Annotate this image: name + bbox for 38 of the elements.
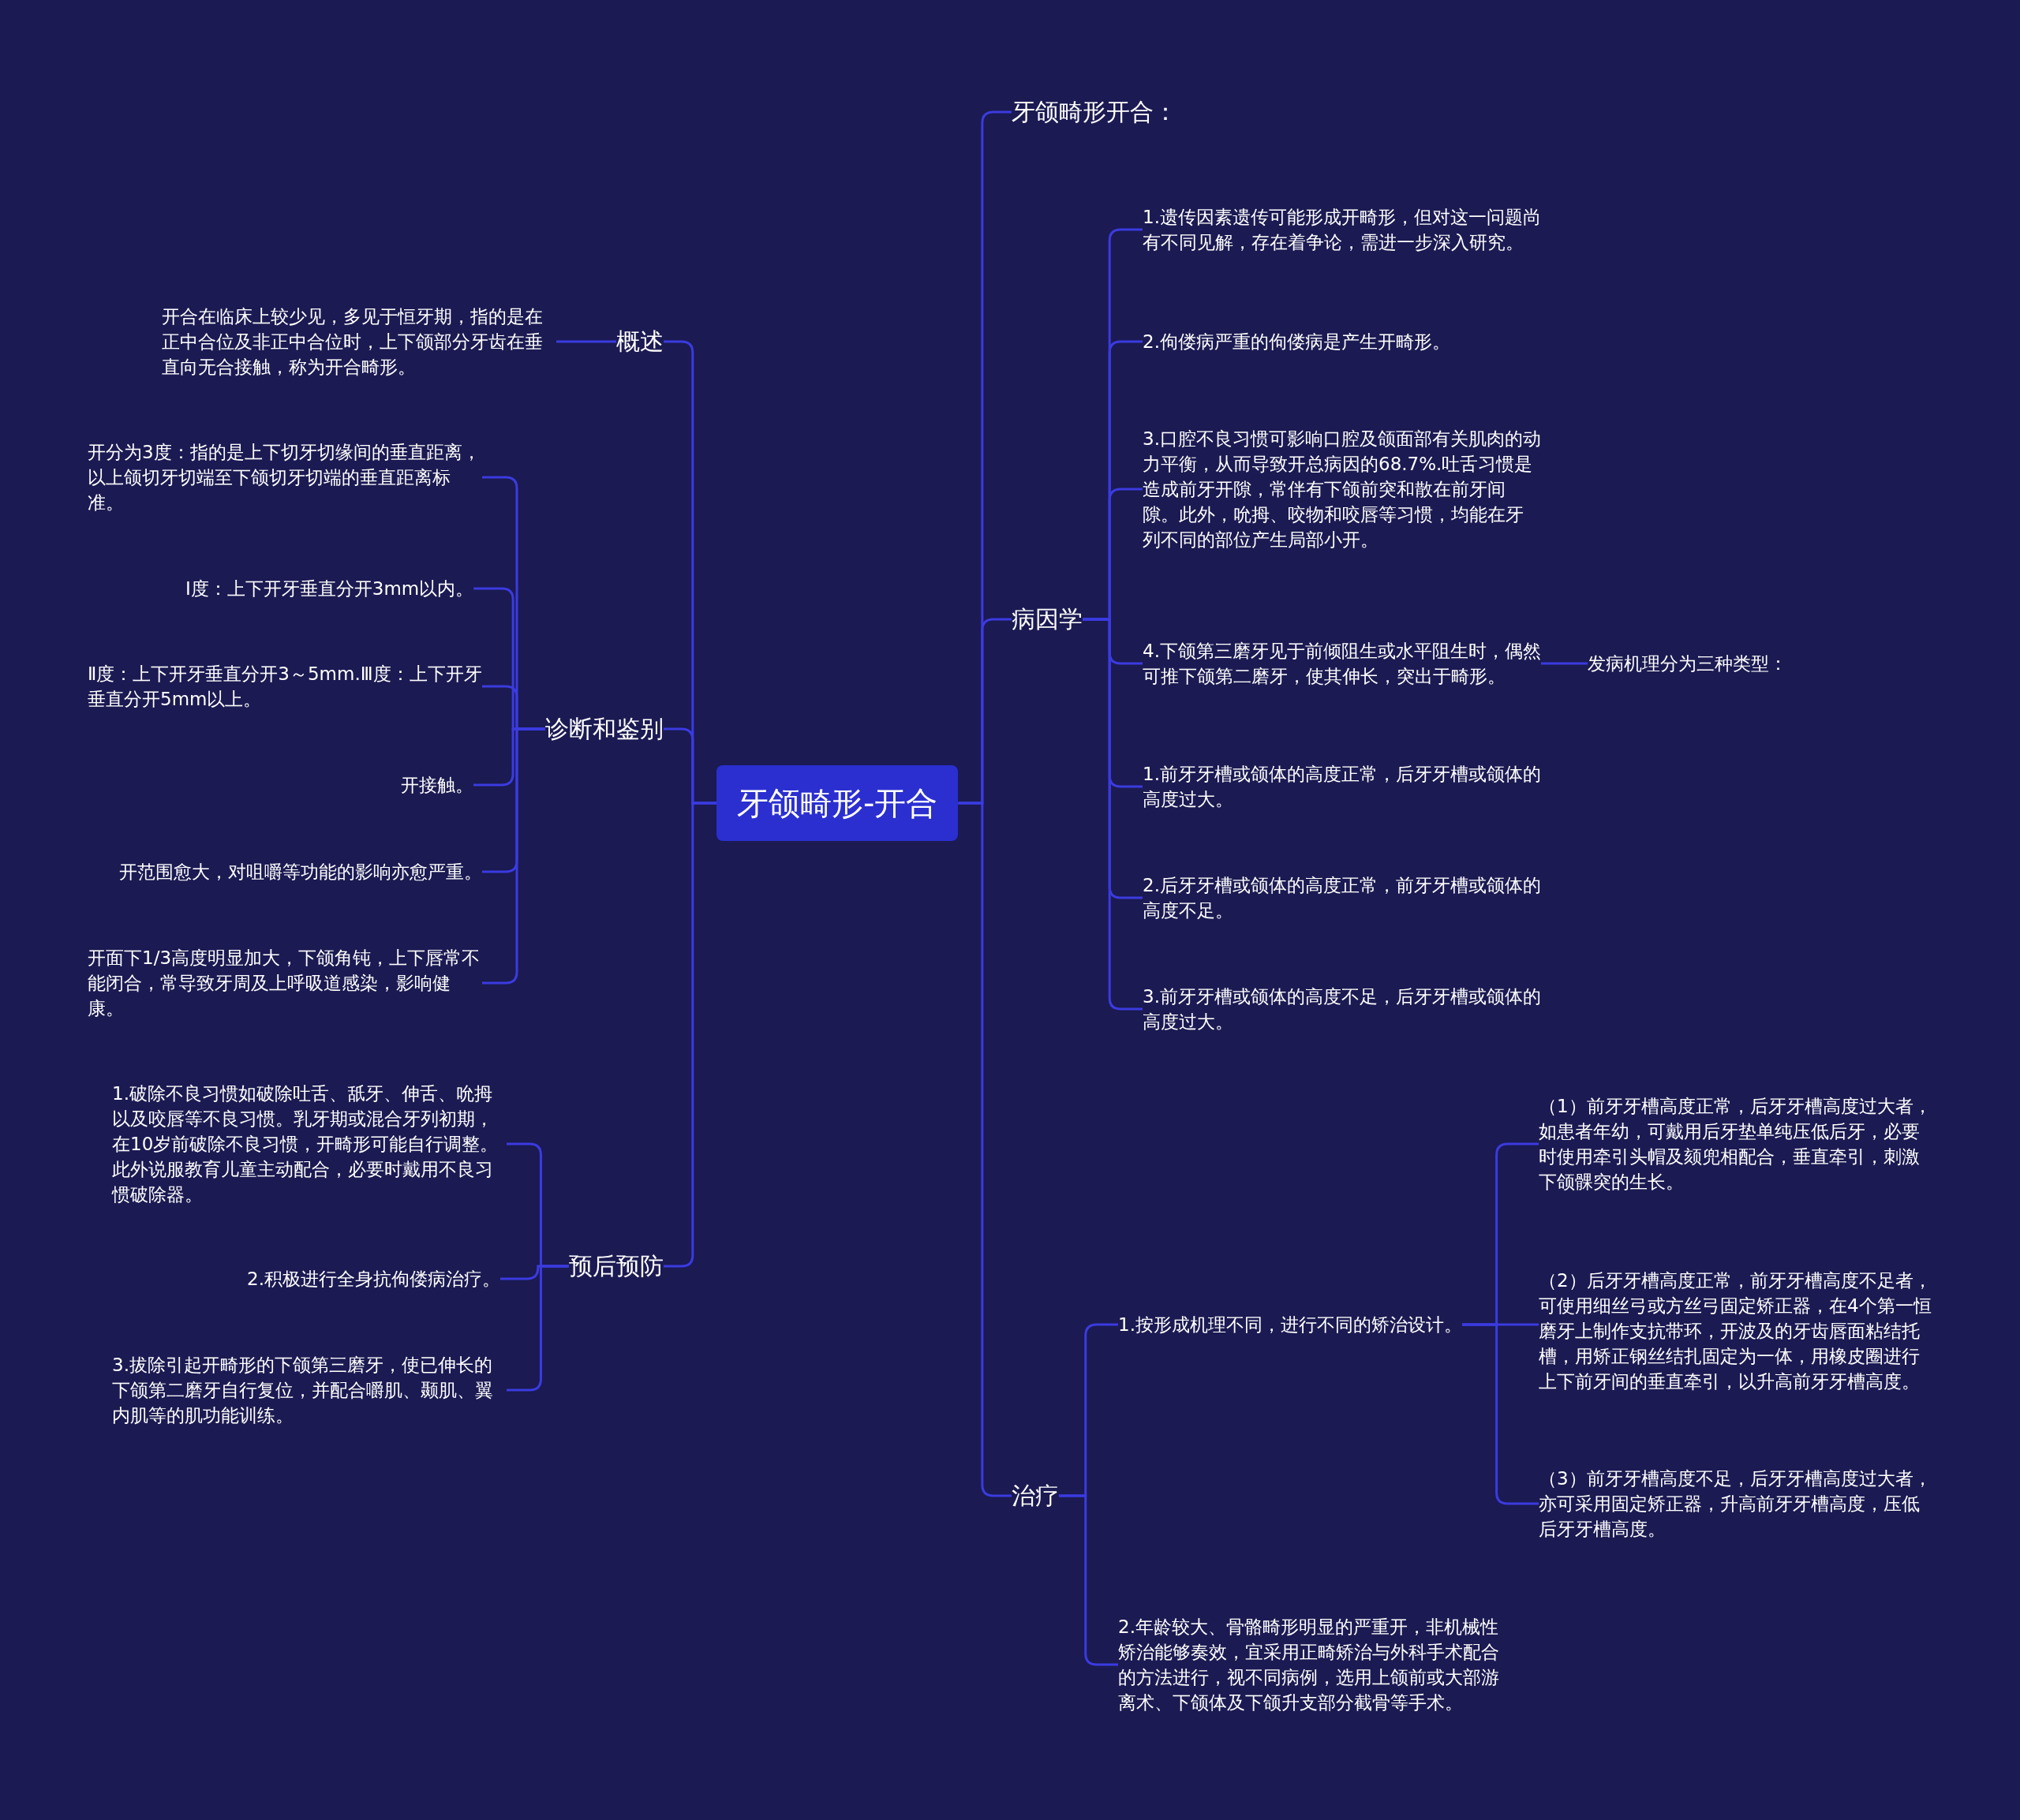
connector-line <box>556 340 616 343</box>
topic-text: 开合在临床上较少见，多见于恒牙期，指的是在正中合位及非正中合位时，上下颌部分牙齿在垂直向无合接触，称为开合畸形。 <box>162 304 556 379</box>
branch-topic: 治疗 <box>1012 1480 1059 1512</box>
topic-text: 4.下颌第三磨牙见于前倾阻生或水平阻生时，偶然可推下颌第二磨牙，使其伸长，突出于畸形。 <box>1143 638 1541 689</box>
connector-line <box>664 802 716 1268</box>
topic-text: 开面下1/3高度明显加大，下颌角钝，上下唇常不能闭合，常导致牙周及上呼吸道感染，影响健康。 <box>88 945 482 1021</box>
topic-text: Ⅰ度：上下开牙垂直分开3mm以内。 <box>185 576 474 601</box>
connector-line <box>1541 662 1588 665</box>
branch-topic: 概述 <box>616 326 664 357</box>
connector-line <box>958 802 1012 1497</box>
topic-text: （1）前牙牙槽高度正常，后牙牙槽高度过大者，如患者年幼，可戴用后牙垫单纯压低后牙，必要时使用牵引头帽及颏兜相配合，垂直牵引，刺激下颌髁突的生长。 <box>1539 1093 1933 1194</box>
branch-topic: 诊断和鉴别 <box>545 713 664 745</box>
topic-text: 2.佝偻病严重的佝偻病是产生开畸形。 <box>1143 329 1450 354</box>
topic-text: 2.后牙牙槽或颌体的高度正常，前牙牙槽或颌体的高度不足。 <box>1143 873 1541 923</box>
topic-text: （2）后牙牙槽高度正常，前牙牙槽高度不足者，可使用细丝弓或方丝弓固定矫正器，在4个第一恒磨牙上制作支抗带环，开波及的牙齿唇面粘结托槽，用矫正钢丝结扎固定为一体，用橡皮圈进行上下前牙间的垂直牵引，以升高前牙牙槽高度。 <box>1539 1268 1933 1394</box>
topic-text: 2.年龄较大、骨骼畸形明显的严重开，非机械性矫治能够奏效，宜采用正畸矫治与外科手术配合的方法进行，视不同病例，选用上颌前或大部游离术、下颌体及下颌升支部分截骨等手术。 <box>1118 1614 1513 1715</box>
topic-text: 3.前牙牙槽或颌体的高度不足，后牙牙槽或颌体的高度过大。 <box>1143 984 1541 1034</box>
topic-text: 3.拔除引起开畸形的下颌第三磨牙，使已伸长的下颌第二磨牙自行复位，并配合嚼肌、颞肌、翼内肌等的肌功能训练。 <box>112 1352 507 1428</box>
connector-line <box>1059 1494 1118 1666</box>
topic-text: 3.口腔不良习惯可影响口腔及颌面部有关肌肉的动力平衡，从而导致开总病因的68.7%.吐舌习惯是造成前牙开隙，常伴有下颌前突和散在前牙间隙。此外，吮拇、咬物和咬唇等习惯，均能在牙列不同的部位产生局部小开。 <box>1143 426 1541 552</box>
branch-topic: 病因学 <box>1012 604 1083 635</box>
topic-text: 2.积极进行全身抗佝偻病治疗。 <box>247 1266 500 1291</box>
topic-text: 开接触。 <box>401 772 473 798</box>
topic-text: （3）前牙牙槽高度不足，后牙牙槽高度过大者，亦可采用固定矫正器，升高前牙牙槽高度，压低后牙牙槽高度。 <box>1539 1466 1933 1542</box>
connector-line <box>1461 1323 1539 1505</box>
central-topic-box: 牙颌畸形-开合 <box>716 765 959 841</box>
branch-topic: 牙颌畸形开合： <box>1012 96 1177 128</box>
branch-topic: 预后预防 <box>569 1250 664 1282</box>
connector-line <box>507 1265 569 1392</box>
topic-text: 1.遗传因素遗传可能形成开畸形，但对这一问题尚有不同见解，存在着争论，需进一步深入研究。 <box>1143 204 1541 255</box>
topic-text: 开范围愈大，对咀嚼等功能的影响亦愈严重。 <box>119 859 482 884</box>
connector-line <box>1083 618 1143 1011</box>
topic-text: 发病机理分为三种类型： <box>1588 651 1787 676</box>
topic-text: 1.前牙牙槽或颌体的高度正常，后牙牙槽或颌体的高度过大。 <box>1143 761 1541 812</box>
topic-text: 开分为3度：指的是上下切牙切缘间的垂直距离，以上颌切牙切端至下颌切牙切端的垂直距离标准。 <box>88 439 482 515</box>
topic-text: Ⅱ度：上下开牙垂直分开3～5mm.Ⅲ度：上下开牙垂直分开5mm以上。 <box>88 661 482 712</box>
topic-text: 1.破除不良习惯如破除吐舌、舐牙、伸舌、吮拇以及咬唇等不良习惯。乳牙期或混合牙列初期，在10岁前破除不良习惯，开畸形可能自行调整。此外说服教育儿童主动配合，必要时戴用不良习惯破除器。 <box>112 1081 507 1207</box>
topic-text: 1.按形成机理不同，进行不同的矫治设计。 <box>1118 1312 1462 1337</box>
